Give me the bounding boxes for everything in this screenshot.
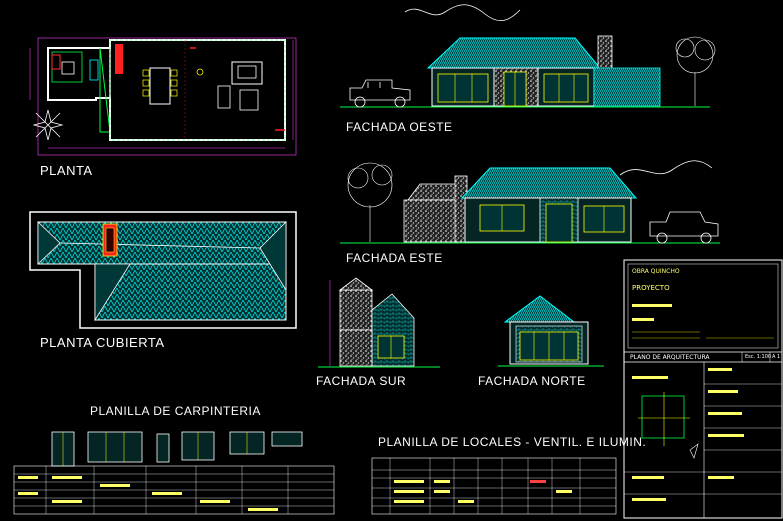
label-planilla-carpinteria: PLANILLA DE CARPINTERIA (90, 404, 261, 418)
label-fachada-sur: FACHADA SUR (316, 374, 407, 388)
label-fachada-norte: FACHADA NORTE (478, 374, 586, 388)
south-facade (318, 277, 440, 368)
label-fachada-este: FACHADA ESTE (346, 251, 443, 265)
label-planilla-locales: PLANILLA DE LOCALES - VENTIL. E ILUMIN. (378, 435, 647, 449)
carpentry-schedule (13, 431, 335, 515)
title-block-text-lines (632, 304, 744, 501)
east-facade (340, 160, 720, 244)
roof-plan (29, 211, 297, 329)
rooms-schedule (371, 457, 617, 515)
north-facade (498, 295, 604, 367)
title-block-plano: PLANO DE ARQUITECTURA (630, 354, 710, 361)
floor-plan (29, 37, 297, 156)
title-block-proyecto: PROYECTO (632, 284, 670, 292)
title-block-sheet-number: A 1 (772, 354, 781, 360)
label-fachada-oeste: FACHADA OESTE (346, 120, 453, 134)
north-arrow-icon (32, 109, 64, 141)
label-planta: PLANTA (40, 163, 93, 178)
label-planta-cubierta: PLANTA CUBIERTA (40, 335, 165, 350)
title-block (623, 259, 783, 519)
title-block-obra: OBRA QUINCHO (632, 268, 680, 275)
west-facade (340, 4, 716, 108)
title-block-scale: Esc. 1:100 (745, 354, 772, 360)
